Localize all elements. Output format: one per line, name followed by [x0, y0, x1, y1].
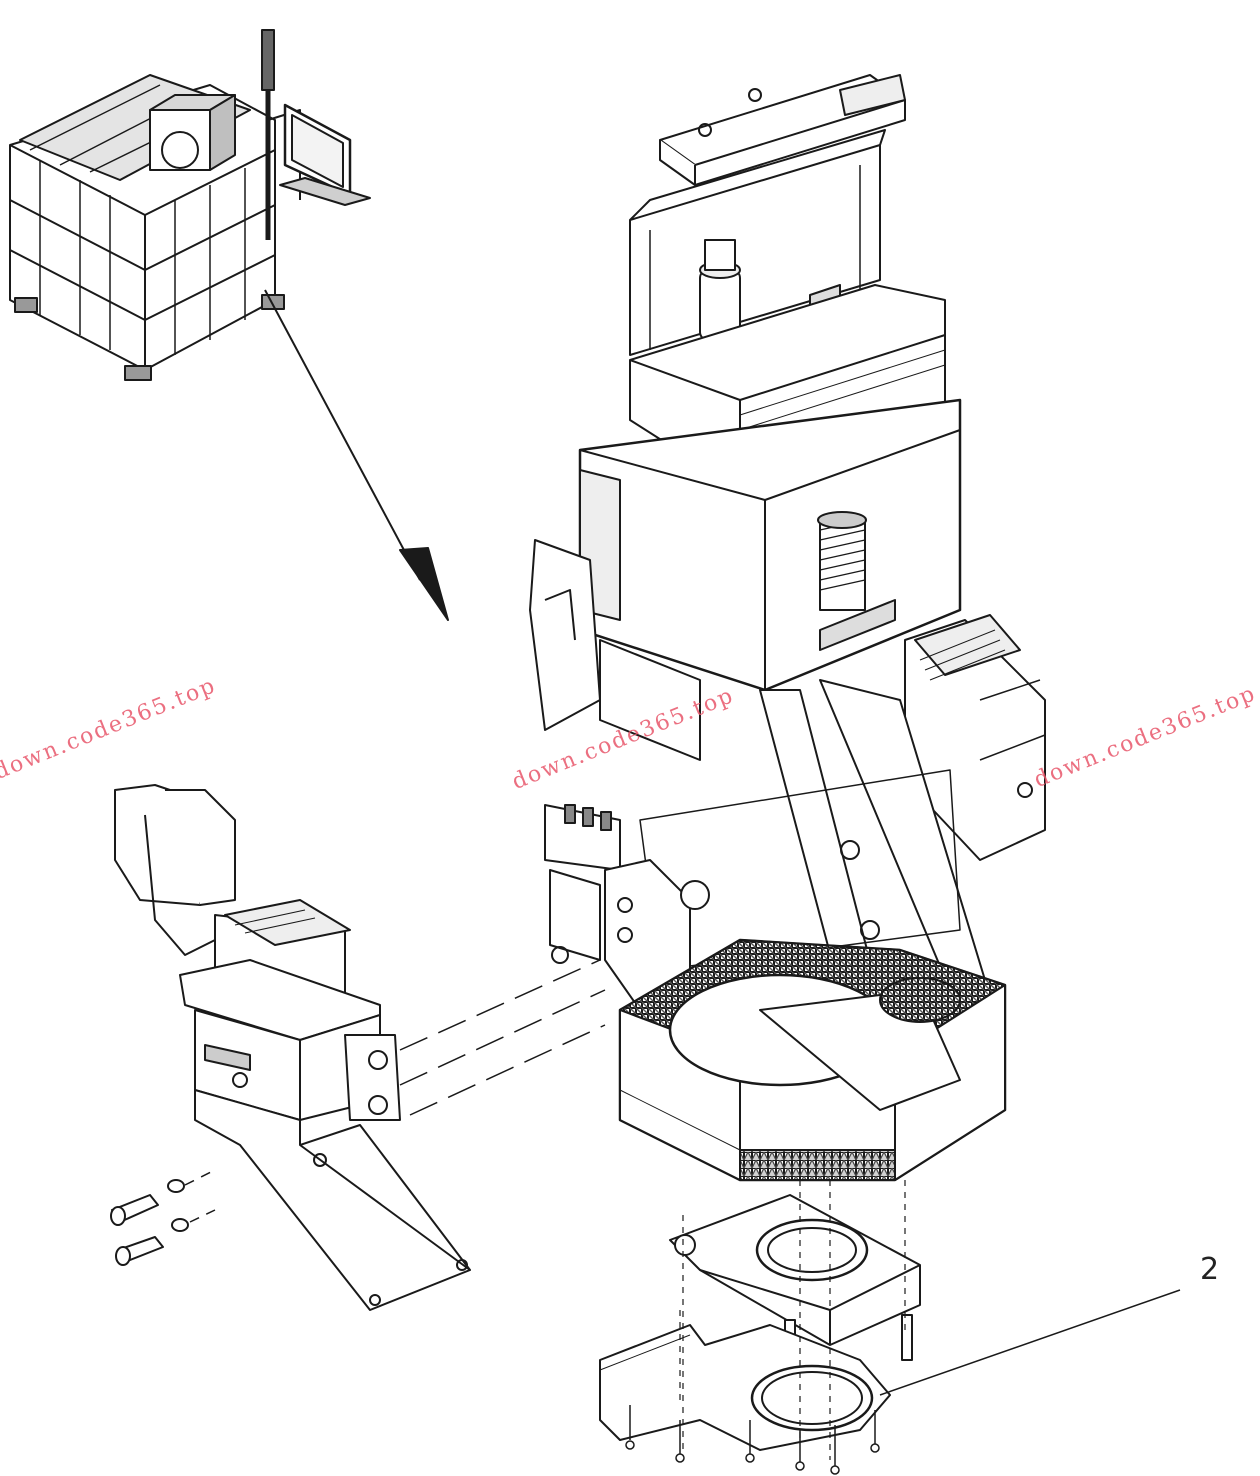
detached-gripper-module [110, 784, 606, 1311]
mounting-screws [110, 1179, 189, 1266]
main-head-assembly [529, 74, 1046, 1182]
callout-2-leader [879, 1289, 1181, 1396]
overview-machine [9, 29, 371, 381]
callout-2-label: 2 [1200, 1252, 1220, 1287]
leader-arrow [264, 289, 449, 621]
bottom-mount-parts [599, 1180, 921, 1475]
